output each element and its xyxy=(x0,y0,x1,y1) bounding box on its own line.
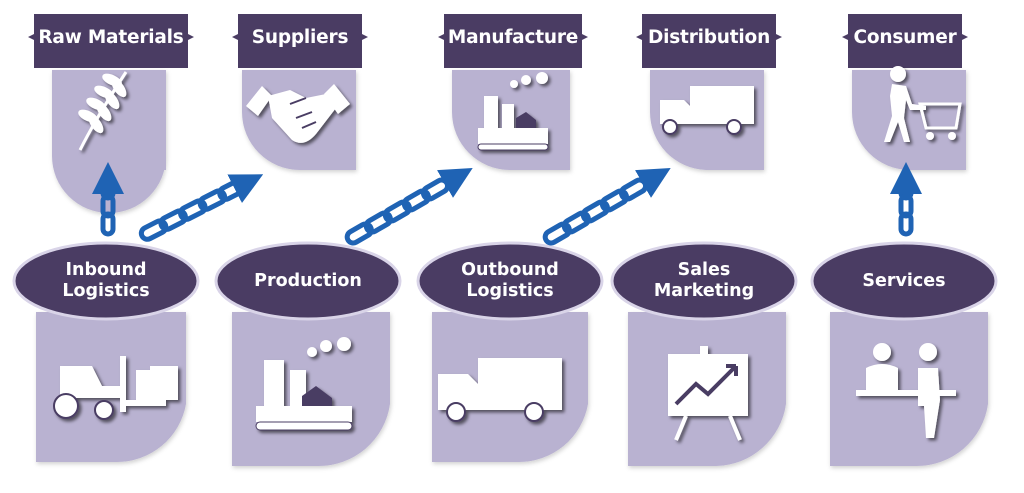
oval-headers xyxy=(12,241,998,321)
chain-outbound-to-distribution xyxy=(542,168,671,246)
oval-services xyxy=(810,241,998,321)
top-panel-raw-materials xyxy=(52,70,166,213)
oval-inbound xyxy=(12,241,200,321)
chains xyxy=(92,162,922,246)
wheat-icon xyxy=(78,71,128,151)
forklift-icon xyxy=(53,356,178,420)
handshake-icon xyxy=(246,84,350,143)
oval-production xyxy=(214,241,402,321)
plaque-manufacture xyxy=(438,14,588,68)
chain-services-to-consumer xyxy=(890,162,922,237)
plaque-distribution xyxy=(636,14,782,68)
chain-inbound-to-suppliers xyxy=(138,174,264,242)
service-desk-icon xyxy=(856,343,956,438)
shopping-cart-person-icon xyxy=(884,66,962,142)
top-panel-consumer xyxy=(852,70,966,170)
chain-inbound-to-raw xyxy=(92,162,124,237)
chain-production-to-manufacture xyxy=(344,168,473,246)
bottom-panel-production xyxy=(232,312,390,467)
plaque-raw-materials xyxy=(28,14,194,68)
truck-icon xyxy=(438,358,562,422)
bottom-panel-services xyxy=(830,312,988,467)
oval-sales xyxy=(610,241,798,321)
top-plaques xyxy=(28,14,968,68)
oval-outbound xyxy=(416,241,604,321)
factory-icon xyxy=(477,72,549,151)
factory-icon xyxy=(255,337,353,431)
plaque-consumer xyxy=(842,14,968,68)
truck-icon xyxy=(660,86,754,135)
presentation-chart-icon xyxy=(668,346,748,441)
plaque-suppliers xyxy=(232,14,368,68)
